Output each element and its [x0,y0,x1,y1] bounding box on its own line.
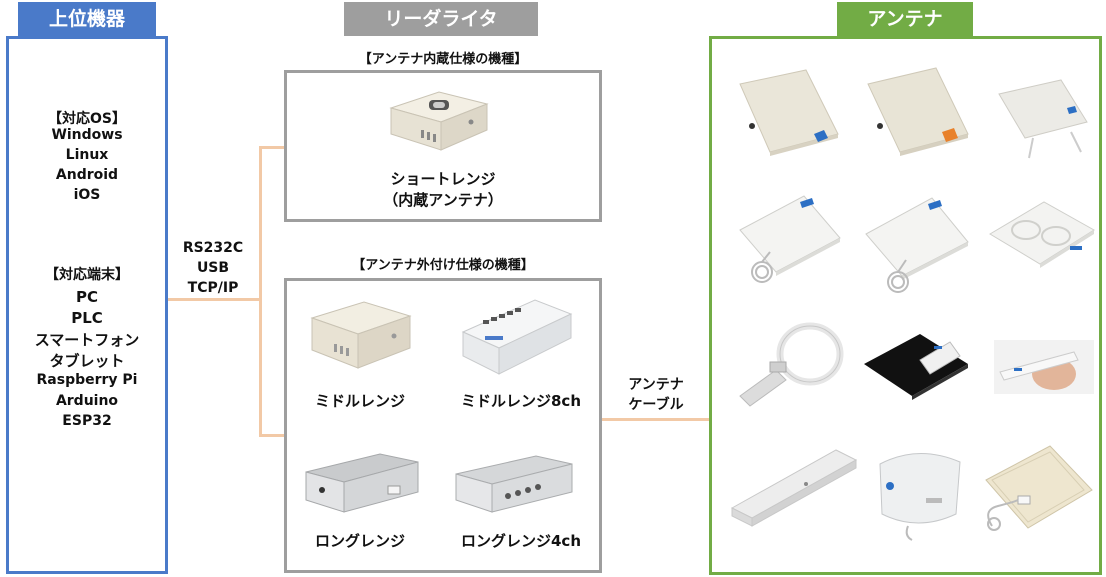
dual-panel-antenna-icon [989,201,1095,268]
panel-antenna-cable-2-icon [865,197,969,293]
os-windows: Windows [51,127,123,143]
round-panel-antenna-icon [879,453,961,541]
patch-antenna-blue-icon [739,69,839,156]
bracket-vertical-line [259,146,262,436]
long-range-label: ロングレンジ [314,532,405,550]
device-plc: PLC [71,309,103,327]
os-linux: Linux [65,147,109,163]
bar-antenna-icon [730,449,858,527]
long-range-4ch-reader-icon [455,455,573,513]
reader-header: リーダライタ [344,2,538,36]
os-android: Android [55,167,119,183]
host-box [6,36,168,574]
device-smartphone: スマートフォン [34,331,140,349]
antenna-cable-line [602,418,710,421]
interface-usb: USB [196,260,230,276]
device-title: 【対応端末】 [45,267,129,283]
pad-handheld-antenna-icon [864,334,968,400]
host-header: 上位機器 [18,2,156,36]
host-connector-line [168,298,261,301]
device-raspberry-pi: Raspberry Pi [36,372,138,388]
short-range-sublabel: （内蔵アンテナ） [383,191,503,209]
flat-mat-antenna-icon [985,445,1093,531]
pen-antenna-icon [994,340,1094,394]
os-ios: iOS [73,187,101,203]
device-tablet: タブレット [49,352,125,370]
patch-antenna-orange-icon [867,67,969,156]
antenna-box [709,36,1102,575]
middle-range-8ch-reader-icon [461,299,573,375]
builtin-section-title: 【アンテナ内蔵仕様の機種】 [358,52,528,67]
interface-rs232c: RS232C [182,240,244,256]
small-patch-antenna-icon [998,79,1088,159]
bracket-bottom-line [259,434,285,437]
device-esp32: ESP32 [62,413,112,429]
external-section-title: 【アンテナ外付け仕様の機種】 [352,258,534,273]
cable-label-line1: アンテナ [628,377,684,393]
interface-tcpip: TCP/IP [187,280,239,296]
middle-range-8ch-label: ミドルレンジ8ch [460,392,581,410]
device-arduino: Arduino [55,393,119,409]
loop-handheld-antenna-icon [739,322,844,407]
short-range-label: ショートレンジ [390,170,496,188]
long-range-4ch-label: ロングレンジ4ch [460,532,581,550]
middle-range-label: ミドルレンジ [314,392,405,410]
device-pc: PC [75,288,98,306]
builtin-reader-box [284,70,602,222]
short-range-reader-icon [389,91,489,151]
middle-range-reader-icon [310,301,412,369]
long-range-reader-icon [305,453,419,513]
os-title: 【対応OS】 [48,111,126,127]
antenna-header: アンテナ [837,2,973,36]
external-reader-box [284,278,602,573]
cable-label-line2: ケーブル [628,397,684,413]
bracket-top-line [259,146,285,149]
panel-antenna-cable-icon [739,195,841,283]
